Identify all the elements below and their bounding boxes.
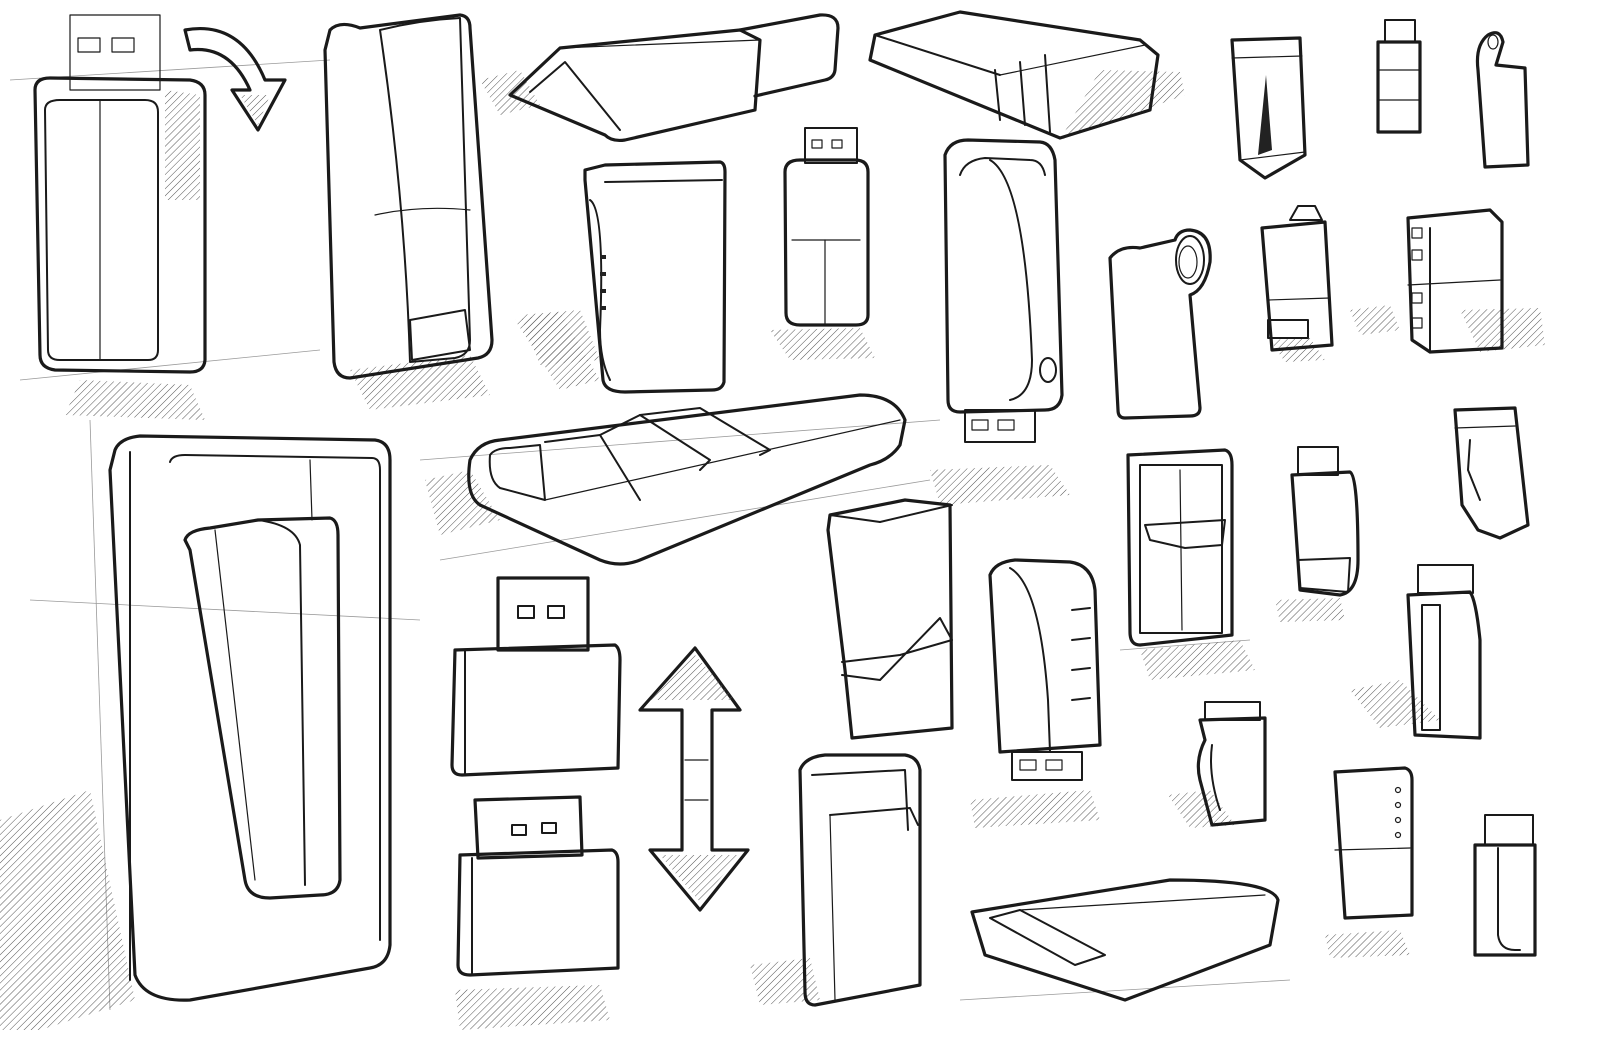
sketch-hook-drive [1475, 31, 1530, 169]
sketch-ribbed-side-drive [970, 558, 1102, 828]
sketch-low-cap-drive [480, 13, 840, 143]
sketch-curved-vertical-drive [1453, 406, 1530, 540]
sketch-loop-frame-drive [930, 138, 1070, 505]
sketch-loop-base-drive [1275, 446, 1360, 622]
sketch-bracket-drive [1350, 564, 1482, 740]
sketch-hero-frame-drive [0, 434, 392, 1030]
sketch-misc-shadows [520, 305, 1400, 365]
sketch-slim-cut-drive [1230, 36, 1307, 180]
sketch-grip-cap-drive [1168, 701, 1267, 828]
sketch-twisted-prism-drive [826, 498, 954, 740]
sketch-small-rounded-drive [770, 127, 875, 360]
sketch-stacked-tiny-drive [1376, 19, 1422, 134]
construction-lines [9, 59, 1291, 1011]
sketch-stacked-connector-drives [450, 576, 622, 1030]
sketch-tall-cap-drive [750, 753, 922, 1007]
sketch-keyring-drive [1108, 228, 1212, 420]
sketch-flat-ribbed-drive [425, 393, 907, 566]
sketch-slim-band-drive [1473, 814, 1537, 957]
sketch-double-arrow [638, 646, 750, 912]
sketch-indicator-drive [1325, 766, 1414, 958]
sketch-window-frame-drive [1126, 448, 1255, 680]
sketch-flat-tray-drive [970, 878, 1280, 1002]
sketch-swivel-drive [33, 14, 287, 420]
sketch-tag-drive [1260, 205, 1334, 362]
sketch-twin-connector-cube [1406, 208, 1545, 354]
sketch-curved-tall-drive [323, 13, 494, 410]
sketch-banded-slab-drive [868, 10, 1185, 140]
